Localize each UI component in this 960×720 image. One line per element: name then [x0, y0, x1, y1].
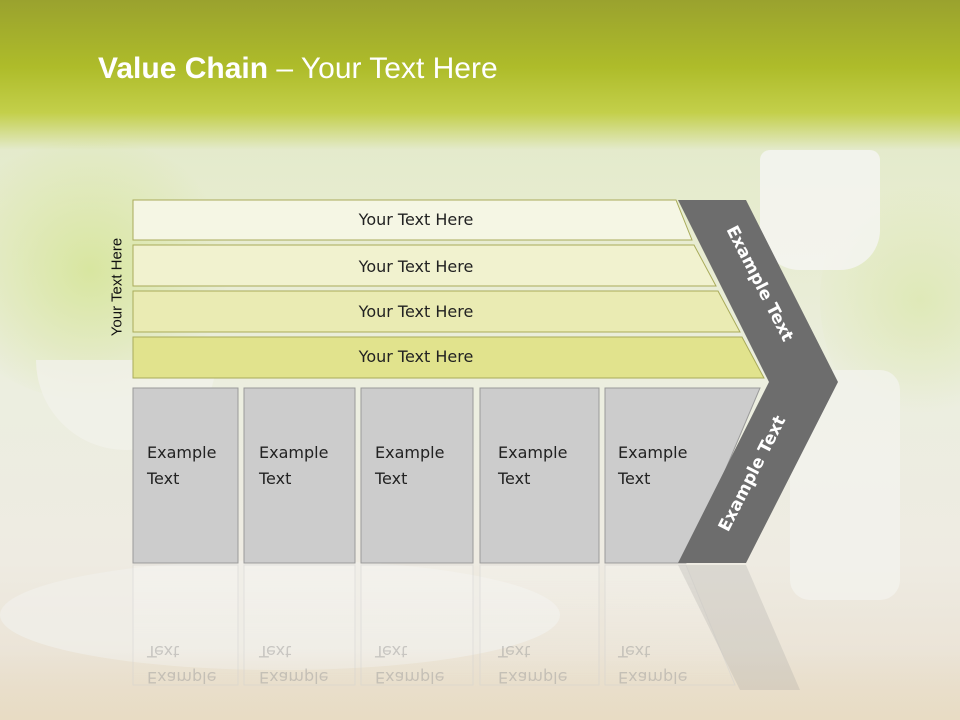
reflection-box-2-line2: Text: [258, 642, 291, 661]
bar-4-shape: [132, 336, 765, 379]
reflection-box-5: [604, 564, 736, 686]
title-bold: Value Chain: [98, 52, 269, 85]
reflection-box-2: [243, 564, 356, 686]
reflection-box-3-line1: Example: [375, 668, 444, 687]
reflection-box-1: [132, 564, 239, 686]
bar-1-label: Your Text Here: [358, 210, 474, 229]
box-2-line1: Example: [259, 443, 328, 462]
reflection-box-3-line2: Text: [374, 642, 407, 661]
box-4[interactable]: Example Text: [479, 387, 600, 564]
box-2-shape: [243, 387, 356, 564]
title-rest: – Your Text Here: [268, 52, 498, 85]
chevron-shape: [678, 200, 838, 563]
bar-1[interactable]: Your Text Here: [132, 199, 693, 241]
bar-4[interactable]: Your Text Here: [132, 336, 765, 379]
box-1-shape: [132, 387, 239, 564]
reflection-box-5-line2: Text: [617, 642, 650, 661]
box-3-shape: [360, 387, 474, 564]
slide-title: Value Chain – Your Text Here: [98, 52, 498, 86]
header-band: [0, 0, 960, 150]
box-1-line2: Text: [146, 469, 179, 488]
reflection-box-1-line1: Example: [147, 668, 216, 687]
reflection-box-4: [479, 564, 600, 686]
reflection-box-1-line2: Text: [146, 642, 179, 661]
bar-3-label: Your Text Here: [358, 302, 474, 321]
reflection-box-4-line2: Text: [497, 642, 530, 661]
box-1[interactable]: Example Text: [132, 387, 239, 564]
bar-2-label: Your Text Here: [358, 257, 474, 276]
box-2[interactable]: Example Text: [243, 387, 356, 564]
box-4-shape: [479, 387, 600, 564]
box-1-line1: Example: [147, 443, 216, 462]
reflection: Example Text Example Text Example Text E…: [132, 564, 800, 690]
box-3-line1: Example: [375, 443, 444, 462]
box-3-line2: Text: [374, 469, 407, 488]
reflection-box-4-line1: Example: [498, 668, 567, 687]
box-5-line2: Text: [617, 469, 650, 488]
bar-3[interactable]: Your Text Here: [132, 290, 741, 333]
box-4-line2: Text: [497, 469, 530, 488]
reflection-box-3: [360, 564, 474, 686]
bar-2[interactable]: Your Text Here: [132, 244, 717, 287]
box-2-line2: Text: [258, 469, 291, 488]
bar-4-label: Your Text Here: [358, 347, 474, 366]
bar-2-shape: [132, 244, 717, 287]
box-4-line1: Example: [498, 443, 567, 462]
bar-3-shape: [132, 290, 741, 333]
bar-1-shape: [132, 199, 693, 241]
reflection-box-5-line1: Example: [618, 668, 687, 687]
box-5-line1: Example: [618, 443, 687, 462]
box-3[interactable]: Example Text: [360, 387, 474, 564]
reflection-box-2-line1: Example: [259, 668, 328, 687]
reflection-chevron: [678, 565, 800, 690]
